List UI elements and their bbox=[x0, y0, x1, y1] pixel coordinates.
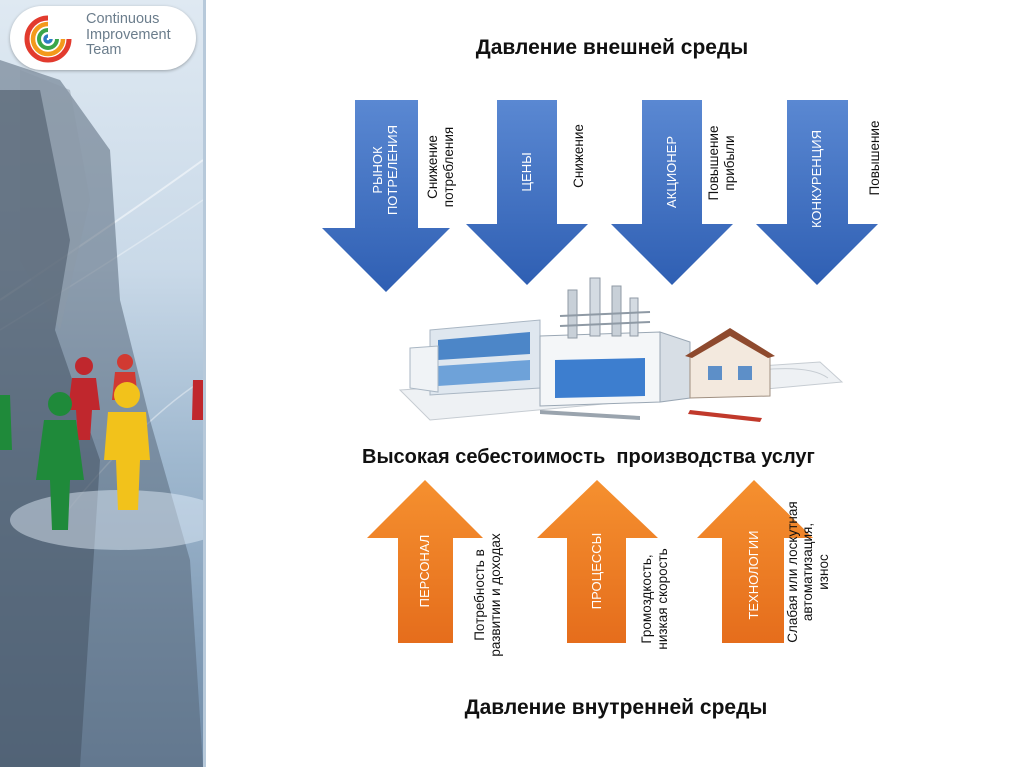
internal-pressure-title: Давление внутренней среды bbox=[464, 696, 768, 719]
arrow-up-personnel bbox=[367, 480, 483, 643]
arrow-down-competition bbox=[756, 100, 878, 285]
decorative-side-panel: Continuous Improvement Team bbox=[0, 0, 203, 767]
logo-text-line3: Team bbox=[86, 42, 122, 58]
person-red-icon bbox=[68, 357, 100, 440]
factory-buildings-illustration bbox=[398, 277, 844, 422]
internal-label-personnel: ПЕРСОНАЛ bbox=[416, 534, 432, 608]
logo-text-line2: Improvement bbox=[86, 26, 171, 43]
arrow-down-shareholder bbox=[611, 100, 733, 285]
person-red-right-icon bbox=[192, 380, 203, 420]
logo-text-line1: Continuous bbox=[86, 11, 160, 27]
external-label-prices: ЦЕНЫ bbox=[518, 152, 534, 192]
arrow-up-processes bbox=[537, 480, 658, 643]
external-pressure-title: Давление внешней среды bbox=[475, 36, 749, 59]
arrow-up-technologies bbox=[697, 480, 813, 643]
person-green-partial-icon bbox=[0, 395, 12, 450]
business-people-illustration bbox=[0, 60, 203, 767]
internal-label-technologies: ТЕХНОЛОГИИ bbox=[745, 530, 761, 620]
external-effect-competition: Повышение bbox=[867, 120, 883, 196]
external-label-competition: КОНКУРЕНЦИЯ bbox=[808, 130, 824, 228]
arrow-down-market bbox=[322, 100, 450, 292]
arrow-down-prices bbox=[466, 100, 588, 285]
person-green-icon bbox=[36, 392, 84, 530]
logo: Continuous Improvement Team bbox=[10, 6, 196, 70]
internal-effect-processes: Громоздкость,низкая скорость bbox=[639, 548, 670, 650]
internal-label-processes: ПРОЦЕССЫ bbox=[588, 532, 604, 610]
external-label-shareholder: АКЦИОНЕР bbox=[663, 135, 679, 209]
logo-swirl-icon bbox=[24, 15, 72, 63]
panel-divider bbox=[203, 0, 206, 767]
person-yellow-icon bbox=[104, 382, 150, 510]
external-effect-prices: Снижение bbox=[571, 124, 587, 188]
high-cost-statement: Высокая себестоимость производства услуг bbox=[362, 446, 815, 468]
